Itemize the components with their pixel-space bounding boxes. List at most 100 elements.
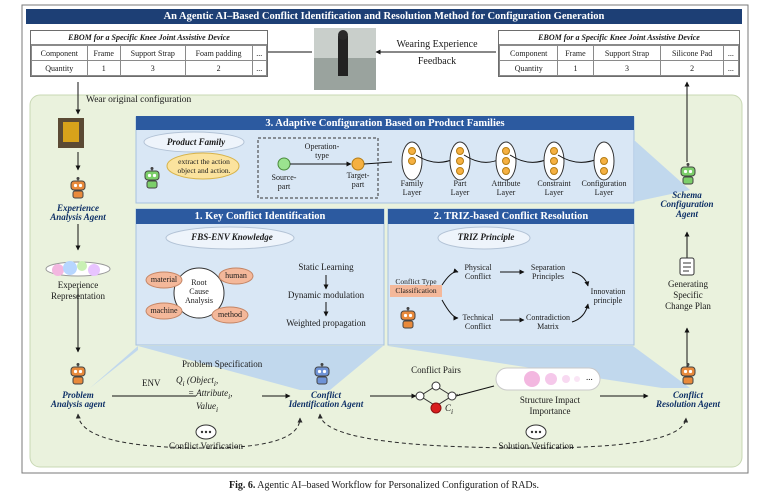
section2-robot-icon (398, 307, 418, 334)
spec-value-sub: i (216, 404, 219, 414)
factor-machine-label: machine (150, 306, 178, 315)
experience-representation-line2: Representation (51, 291, 105, 301)
problem-agent-line1: Problem (62, 390, 94, 400)
spec-qi-symbol: Q (176, 375, 183, 385)
section3-title: 3. Adaptive Configuration Based on Produ… (265, 117, 505, 129)
physical-line2: Conflict (464, 272, 492, 281)
ebom-right-cell: 3 (592, 60, 662, 76)
layer-node (600, 167, 608, 175)
schema-funnel (634, 140, 690, 202)
problem-robot-icon (68, 363, 88, 390)
structure-line1: Structure Impact (519, 395, 581, 405)
ebom-right-cell: Frame (557, 45, 594, 61)
conflict-type-label: Conflict Type (395, 277, 437, 286)
schema-agent-line2: Configuration (660, 199, 714, 210)
schema-robot-icon (678, 163, 698, 190)
chat-icon-left (195, 424, 217, 440)
triz-cloud-label: TRIZ Principle (457, 232, 515, 242)
factor-human-label: human (225, 271, 247, 280)
ebom-left-cell: Foam padding (184, 45, 253, 61)
generating-line1: Generating (668, 279, 708, 289)
spec-attribute-comma: , (230, 388, 233, 398)
source-part-line1: Source- (271, 173, 297, 182)
ebom-right-cell: Support Strap (592, 45, 662, 61)
separation-line1: Separation (530, 263, 566, 272)
document-icon (679, 257, 695, 276)
classification-label: Classification (395, 286, 437, 295)
layer-label: Part (453, 179, 467, 188)
wear-label: Wear original configuration (86, 95, 192, 105)
layer-label: Configuration (581, 179, 627, 188)
layer-node (550, 157, 558, 165)
layer-node (456, 157, 464, 165)
ebom-left-caption: EBOM for a Specific Knee Joint Assistive… (31, 31, 267, 45)
resolution-agent-line2: Resolution Agent (656, 399, 720, 410)
layer-label: Attribute (491, 179, 521, 188)
target-part-line1: Target- (346, 171, 370, 180)
problem-spec-line1: Problem Specification (182, 359, 263, 369)
ebom-right-caption: EBOM for a Specific Knee Joint Assistive… (499, 31, 739, 45)
identification-agent-label: Conflict Identification Agent (278, 390, 374, 410)
factor-human (218, 267, 254, 285)
ebom-left-cell: Support Strap (119, 45, 186, 61)
conflict-pairs-label: Conflict Pairs (411, 365, 461, 375)
layer-node (502, 167, 510, 175)
header-bar (26, 9, 742, 24)
source-node (277, 157, 291, 171)
ebom-left-cell: ... (251, 45, 268, 61)
classification-highlight (390, 285, 442, 297)
figure-caption: Fig. 6. Agentic AI–based Workflow for Pe… (229, 481, 539, 491)
layer-node (550, 167, 558, 175)
spec-attribute: = Attribute (188, 388, 229, 398)
ebom-right-cell: 2 (660, 60, 724, 76)
section1-title-bar (136, 209, 384, 224)
pairs-ellipsis: ... (456, 387, 463, 397)
ebom-left-cell: Component (31, 45, 88, 61)
problem-spec-value: Valuei (196, 402, 219, 414)
experience-representation-line1: Experience (57, 280, 99, 290)
spec-object-comma: , (215, 375, 219, 385)
layer-node (502, 157, 510, 165)
layer-node (456, 167, 464, 175)
spec-qi-sub: i (182, 378, 185, 388)
feedback-line2: Feedback (417, 56, 457, 67)
innovation-line2: principle (593, 296, 623, 305)
section2-title: 2. TRIZ-based Conflict Resolution (433, 211, 589, 222)
factor-machine (145, 302, 183, 320)
problem-spec-formula: Qi (Objecti, (176, 375, 219, 388)
dynamic-modulation: Dynamic modulation (287, 290, 365, 300)
spec-attribute-sub: i (228, 391, 231, 401)
generating-line2: Specific (673, 290, 703, 300)
experience-agent-line1: Experience (57, 203, 99, 213)
factor-method (211, 306, 249, 324)
layer-node (456, 147, 464, 155)
header-title: An Agentic AI–Based Conflict Identificat… (163, 11, 605, 22)
ebom-table-left: EBOM for a Specific Knee Joint Assistive… (30, 30, 268, 77)
ebom-left-cell: 2 (184, 60, 253, 76)
static-learning: Static Learning (298, 262, 354, 272)
schema-agent-label: Schema Configuration Agent (644, 190, 730, 219)
ebom-right-cell: ... (722, 60, 740, 76)
generating-line3: Change Plan (665, 301, 711, 311)
section3-title-bar (136, 116, 634, 130)
caption-label: Fig. 6. (228, 480, 256, 491)
root-cause-line2: Cause (189, 287, 209, 296)
factor-material (145, 271, 183, 289)
ebom-right-cell: Quantity (498, 60, 559, 76)
schema-agent-line1: Schema (672, 190, 702, 200)
experience-agent-label: Experience Analysis Agent (38, 203, 118, 223)
resolution-funnel (388, 346, 690, 388)
layer-node (408, 157, 416, 165)
operation-type-line2: type (315, 151, 329, 160)
problem-agent-line2: Analysis agent (50, 399, 106, 410)
structure-line2: Importance (529, 406, 571, 416)
experience-robot-icon (68, 177, 88, 204)
caption-text: Agentic AI–based Workflow for Personaliz… (257, 480, 540, 491)
problem-agent-label: Problem Analysis agent (36, 390, 120, 410)
layer-label: Layer (594, 188, 614, 197)
layer-label: Constraint (537, 179, 571, 188)
operation-type-line1: Operation- (304, 142, 340, 151)
structure-ellipsis: ... (586, 372, 593, 382)
ebom-table-right: EBOM for a Specific Knee Joint Assistive… (498, 30, 740, 77)
